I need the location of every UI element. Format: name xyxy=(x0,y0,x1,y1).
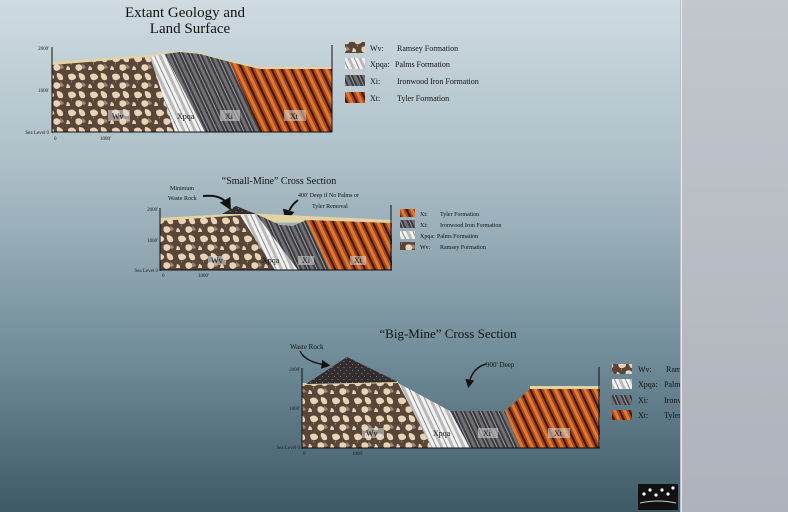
annotation-removal: Tyler Removal xyxy=(312,204,348,210)
unit-label-xi: Xi xyxy=(225,112,234,121)
arrow-icon xyxy=(202,194,231,211)
wv-unit xyxy=(52,57,175,132)
legend-name: Ramsey Formation xyxy=(397,44,458,53)
unit-label-xi: Xi xyxy=(483,429,492,438)
x-tick-0: 0 xyxy=(54,137,57,142)
annotation-minimum: Minimum xyxy=(170,186,194,192)
unit-label-xt: Xt xyxy=(554,429,563,438)
y-tick-2000: 2000' xyxy=(289,368,300,373)
legend-name: Tyler Formation xyxy=(664,411,680,420)
x-tick-1000: 1000' xyxy=(352,452,363,457)
geology-slide-graphics: Extant Geology and Land Surface 2000' 10… xyxy=(25,5,680,510)
arrow-icon xyxy=(299,350,331,369)
xpqa-unit xyxy=(240,214,298,270)
small-mine-diagram: “Small-Mine” Cross Section Minimum Waste… xyxy=(134,176,501,279)
legend-code: Wv: xyxy=(370,44,384,53)
diagram2-title: “Small-Mine” Cross Section xyxy=(222,176,336,187)
legend-code: Xt: xyxy=(638,411,648,420)
logo-icon xyxy=(638,484,678,510)
y-tick-2000: 2000' xyxy=(147,208,158,213)
legend-code: Xpqa: xyxy=(638,380,658,389)
legend-name: Ironwood Iron Formation xyxy=(440,223,501,229)
big-mine-diagram: “Big-Mine” Cross Section Waste Rock 900'… xyxy=(276,326,680,457)
wv-unit xyxy=(302,383,432,448)
y-tick-sea-level: Sea Level 0 xyxy=(134,269,158,274)
waste-rock-pile xyxy=(222,206,256,214)
legend-name: Ramsey Formation xyxy=(666,365,680,374)
y-tick-1000: 1000' xyxy=(289,407,300,412)
legend-code: Xt: xyxy=(420,212,428,218)
legend-name: Tyler Formation xyxy=(397,94,449,103)
waste-rock-pile xyxy=(306,357,398,384)
xpqa-unit xyxy=(398,383,470,448)
annotation-waste-rock: Waste Rock xyxy=(290,343,324,351)
unit-label-xt: Xt xyxy=(354,256,363,265)
x-tick-0: 0 xyxy=(162,274,165,279)
xt-unit xyxy=(230,62,332,132)
legend-code: Wv: xyxy=(420,245,431,251)
legend-code: Xpqa: xyxy=(420,234,435,240)
diagram3-title: “Big-Mine” Cross Section xyxy=(379,326,517,341)
arrow-icon xyxy=(465,363,487,389)
diagram1-title-line1: Extant Geology and xyxy=(125,5,245,21)
diagram1-title-line2: Land Surface xyxy=(150,21,231,37)
legend-code: Wv: xyxy=(638,365,652,374)
y-tick-2000: 2000' xyxy=(38,47,49,52)
y-tick-sea-level: Sea Level 0 xyxy=(25,131,49,136)
legend-code: Xi: xyxy=(370,77,380,86)
legend-code: Xi: xyxy=(638,396,648,405)
xt-unit xyxy=(505,389,600,448)
legend-name: Palms Formation xyxy=(664,380,680,389)
legend-name: Ramsey Formation xyxy=(440,245,486,251)
unit-label-xpqa: Xpqa xyxy=(433,429,451,438)
xt-unit xyxy=(306,220,392,270)
unit-label-xpqa: Xpqa xyxy=(177,112,195,121)
side-panel xyxy=(681,0,788,512)
legend-name: Palms Formation xyxy=(395,60,450,69)
x-tick-1000: 1000' xyxy=(100,137,111,142)
y-tick-1000: 1000' xyxy=(147,239,158,244)
legend-name: Palms Formation xyxy=(437,234,478,240)
unit-label-xi: Xi xyxy=(302,256,311,265)
legend-name: Ironwood Iron Formation xyxy=(664,396,680,405)
legend-code: Xpqa: xyxy=(370,60,390,69)
legend-3: Wv: Ramsey Formation Xpqa: Palms Formation… xyxy=(612,364,680,420)
legend-name: Ironwood Iron Formation xyxy=(397,77,479,86)
legend-1: Wv: Ramsey Formation Xpqa: Palms Formation… xyxy=(345,42,479,103)
annotation-depth: 400' Deep if No Palms or xyxy=(298,192,359,199)
extant-geology-diagram: Extant Geology and Land Surface 2000' 10… xyxy=(25,5,478,142)
legend-code: Xt: xyxy=(370,94,380,103)
wv-unit xyxy=(160,215,292,270)
unit-label-wv: Wv xyxy=(366,429,378,438)
unit-label-xpqa: Xpqa xyxy=(262,256,280,265)
legend-name: Tyler Formation xyxy=(440,212,479,218)
arrow-icon xyxy=(282,199,299,222)
annotation-waste-rock: Waste Rock xyxy=(168,196,197,202)
unit-label-xt: Xt xyxy=(290,112,299,121)
unit-label-wv: Wv xyxy=(211,256,223,265)
annotation-900-deep: 900' Deep xyxy=(486,361,515,369)
xpqa-unit xyxy=(150,54,205,132)
legend-code: Xi: xyxy=(420,223,428,229)
y-tick-sea-level: Sea Level 0 xyxy=(276,446,300,451)
unit-label-wv: Wv xyxy=(112,112,124,121)
x-tick-0: 0 xyxy=(303,452,306,457)
legend-2: Xt: Tyler Formation Xi: Ironwood Iron Form… xyxy=(400,209,501,251)
x-tick-1000: 1000' xyxy=(198,274,209,279)
y-tick-1000: 1000' xyxy=(38,89,49,94)
